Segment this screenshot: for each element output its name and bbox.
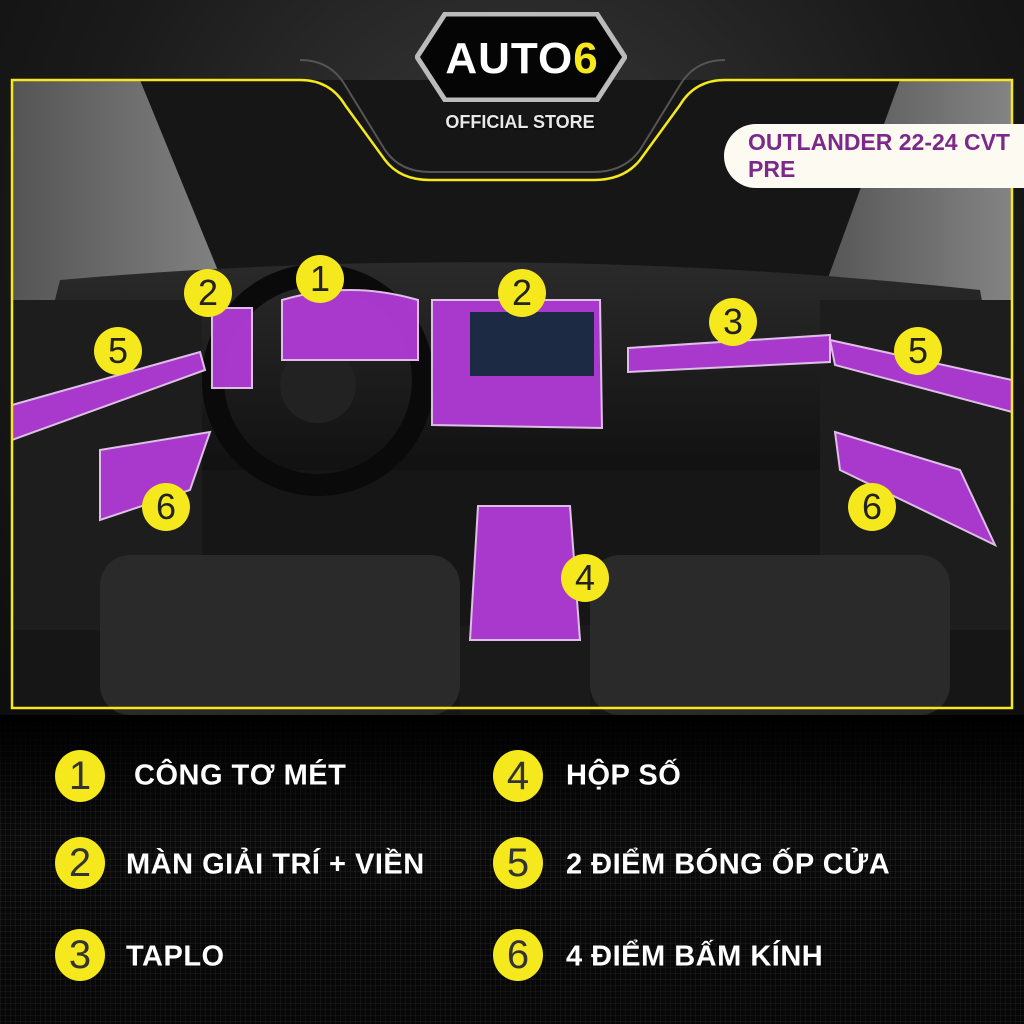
photo-marker: 6 bbox=[848, 483, 896, 531]
film-window-switch-left bbox=[99, 430, 212, 522]
legend-label: CÔNG TƠ MÉT bbox=[134, 759, 347, 792]
model-badge: OUTLANDER 22-24 CVT PRE bbox=[724, 124, 1024, 188]
logo-accent: 6 bbox=[573, 34, 599, 83]
film-taplo bbox=[627, 333, 831, 374]
official-store-label: OFFICIAL STORE bbox=[445, 112, 595, 132]
film-gear-console bbox=[468, 505, 582, 641]
infotainment-screen bbox=[470, 312, 594, 376]
legend-label: 4 ĐIỂM BẤM KÍNH bbox=[566, 940, 824, 973]
legend-label: 2 ĐIỂM BÓNG ỐP CỬA bbox=[566, 848, 891, 881]
photo-marker: 5 bbox=[94, 327, 142, 375]
photo-frame bbox=[10, 78, 1014, 710]
legend-number: 4 bbox=[493, 750, 543, 802]
model-name: OUTLANDER 22-24 CVT PRE bbox=[748, 129, 1010, 182]
film-vent-left bbox=[211, 307, 253, 389]
photo-marker: 4 bbox=[561, 554, 609, 602]
legend-label: TAPLO bbox=[126, 940, 225, 973]
logo-text: AUTO6 bbox=[432, 34, 612, 84]
film-gauge-cluster bbox=[281, 289, 419, 361]
legend-number: 1 bbox=[55, 750, 105, 802]
photo-marker: 6 bbox=[142, 483, 190, 531]
photo-marker: 2 bbox=[184, 269, 232, 317]
legend-label: HỘP SỐ bbox=[566, 759, 682, 792]
legend-number: 5 bbox=[493, 837, 543, 889]
steering-hub bbox=[280, 347, 356, 423]
header-notch-line bbox=[299, 59, 726, 173]
auto6-logo bbox=[415, 12, 627, 102]
right-seat bbox=[590, 555, 950, 715]
photo-marker: 3 bbox=[709, 298, 757, 346]
photo-marker: 2 bbox=[498, 269, 546, 317]
left-seat bbox=[100, 555, 460, 715]
legend-number: 6 bbox=[493, 929, 543, 981]
legend-number: 3 bbox=[55, 929, 105, 981]
photo-marker: 1 bbox=[296, 255, 344, 303]
car-interior-photo bbox=[10, 59, 1014, 715]
photo-marker: 5 bbox=[894, 327, 942, 375]
logo-main: AUTO bbox=[445, 34, 574, 83]
legend-number: 2 bbox=[55, 837, 105, 889]
film-window-switch-right bbox=[833, 430, 998, 548]
left-pillar bbox=[12, 80, 230, 300]
legend-label: MÀN GIẢI TRÍ + VIỀN bbox=[126, 848, 425, 881]
